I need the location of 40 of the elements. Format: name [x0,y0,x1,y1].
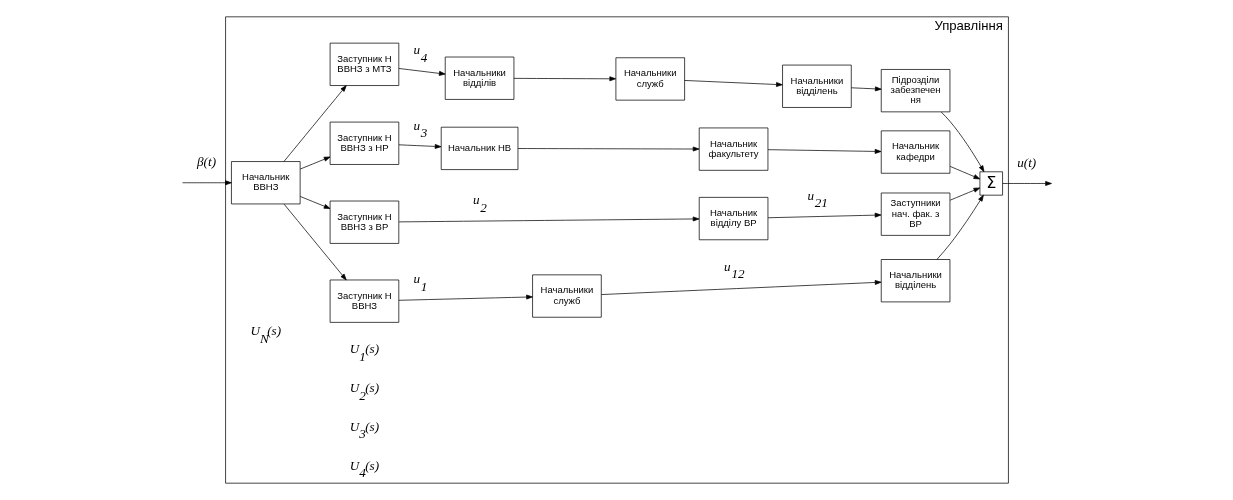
arrow [181,180,232,186]
arrow [600,280,881,295]
arrow [283,203,347,281]
node-box: Начальники відділень [880,259,950,303]
node-box: Начальник відділу ВР [698,197,768,241]
node-box: Підрозділи забезпечен ня [880,69,950,113]
arrow [767,212,881,219]
node-box: Заступник Н ВВНЗ з МТЗ [329,42,399,86]
node-box: Начальники служб [615,57,685,101]
arrow [283,85,347,162]
edge-label: β(t) [196,154,216,170]
node-box: Начальник НВ [440,126,518,170]
node-box: Σ [979,171,1003,196]
node-box: Заступник Н ВВНЗ [329,279,399,323]
arrow [767,149,881,154]
node-box: Начальники відділень [781,64,852,108]
arrow [1001,181,1052,186]
arrow [299,156,330,170]
arrow [936,194,984,260]
arrow [299,196,330,209]
arrow [398,68,446,76]
node-box: Начальники служб [531,274,602,318]
arrow [949,187,980,201]
arrow [398,216,699,223]
arrow [397,294,533,301]
node-box: Начальник ВВНЗ [230,161,300,205]
arrow [517,146,699,152]
arrow [683,80,783,87]
node-box: Заступники нач. фак. з ВР [880,192,950,236]
arrow [398,144,441,149]
arrow [850,86,882,92]
arrow [940,111,984,172]
arrow [949,166,980,180]
arrow [513,76,616,82]
node-box: Начальник факультету [698,127,768,171]
node-box: Заступник Н ВВНЗ з НР [329,121,399,165]
node-box: Начальники відділів [444,56,514,100]
node-box: Заступник Н ВВНЗ з ВР [329,200,399,244]
edge-label: u(t) [1016,154,1036,170]
node-box: Начальник кафедри [880,130,950,174]
